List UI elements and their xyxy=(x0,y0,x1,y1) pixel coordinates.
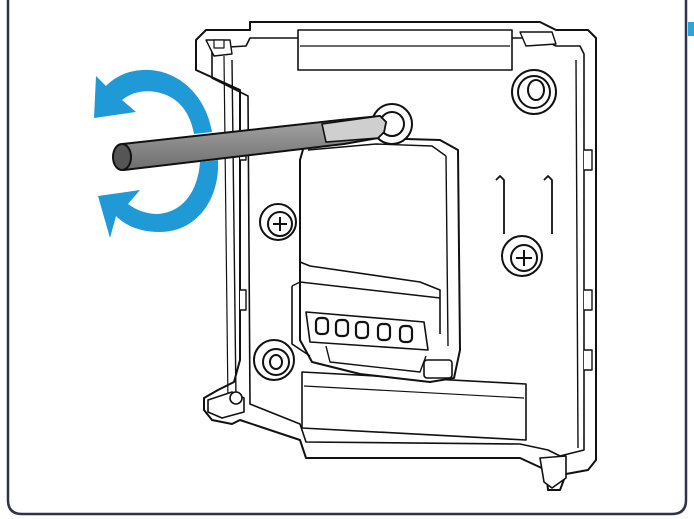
screwdriver-icon xyxy=(112,115,387,171)
rotation-arrow-icon xyxy=(94,69,219,238)
panel-border xyxy=(6,0,688,516)
terminal-block-icon xyxy=(305,311,429,351)
corner-accent xyxy=(688,22,694,36)
terminal-module xyxy=(291,137,461,383)
screw-icon xyxy=(253,69,557,381)
